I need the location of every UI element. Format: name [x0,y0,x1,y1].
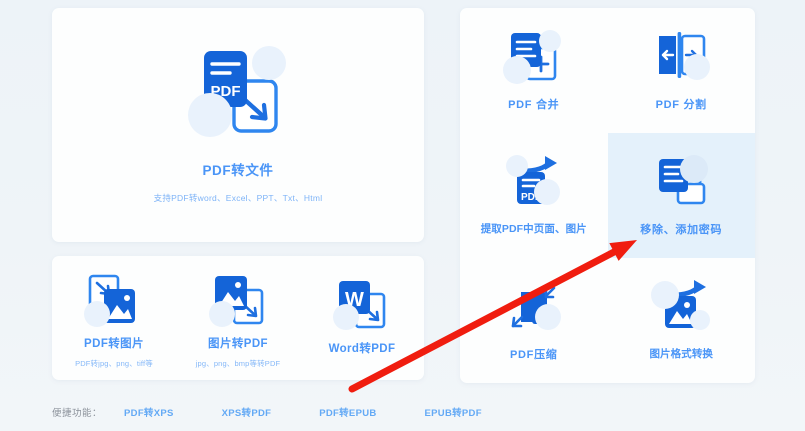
tool-label: 移除、添加密码 [640,223,723,236]
quick-link-xps-to-pdf[interactable]: XPS转PDF [221,408,272,419]
tool-pdf-merge[interactable]: PDF 合并 [460,8,608,133]
tools-grid: PDF 合并 [460,8,755,383]
converter-subtitle: PDF转jpg、png、tiff等 [75,358,153,368]
tool-label: PDF压缩 [510,348,558,361]
tool-pdf-compress[interactable]: PDF压缩 [460,258,608,383]
converter-pdf-to-image[interactable]: PDF转图片 PDF转jpg、png、tiff等 [52,256,176,380]
pdf-to-file-card[interactable]: PDF PDF转文件 支持PDF转word、Excel、PPT、Txt、Html [52,8,424,242]
hero-title: PDF转文件 [202,162,274,178]
quick-link-pdf-to-xps[interactable]: PDF转XPS [124,408,174,419]
tool-label: PDF 合并 [508,98,560,111]
tool-pdf-password[interactable]: 移除、添加密码 [607,133,755,258]
converter-title: Word转PDF [328,343,396,355]
converter-title: PDF转图片 [84,337,144,350]
quick-links: 便捷功能： PDF转XPS XPS转PDF PDF转EPUB EPUB转PDF [52,405,482,419]
quick-link-epub-to-pdf[interactable]: EPUB转PDF [424,408,482,419]
converters-card: PDF转图片 PDF转jpg、png、tiff等 图片转PDF j [52,256,424,380]
quick-links-lead: 便捷功能： [52,408,103,419]
svg-text:PDF: PDF [521,192,541,203]
image-to-pdf-icon [209,274,266,327]
pdf-to-image-icon [84,274,142,327]
tool-pdf-split[interactable]: PDF 分割 [608,8,756,133]
tool-label: 提取PDF中页面、图片 [480,223,587,235]
pdf-compress-icon [505,280,563,334]
tool-image-convert[interactable]: 图片格式转换 [608,258,756,383]
converter-word-to-pdf[interactable]: W Word转PDF [300,256,424,380]
pdf-merge-icon [502,29,563,84]
pdf-password-icon [652,154,710,209]
word-to-pdf-icon: W [333,279,390,331]
hero-content: PDF PDF转文件 支持PDF转word、Excel、PPT、Txt、Html [52,8,424,242]
hero-subtitle: 支持PDF转word、Excel、PPT、Txt、Html [153,192,323,203]
tool-label: 图片格式转换 [649,348,714,360]
converter-subtitle: jpg、png、bmp等转PDF [195,358,281,368]
tool-label: PDF 分割 [655,98,707,111]
tools-card: PDF 合并 [460,8,755,383]
converter-title: 图片转PDF [208,337,268,350]
image-convert-icon [651,280,711,334]
pdf-split-icon [652,30,711,84]
tool-pdf-extract[interactable]: PDF 提取PDF中页面、图片 [460,133,608,258]
converter-image-to-pdf[interactable]: 图片转PDF jpg、png、bmp等转PDF [176,256,300,380]
quick-link-pdf-to-epub[interactable]: PDF转EPUB [319,408,377,419]
pdf-to-file-icon: PDF [188,43,286,139]
pdf-extract-icon: PDF [505,155,563,209]
